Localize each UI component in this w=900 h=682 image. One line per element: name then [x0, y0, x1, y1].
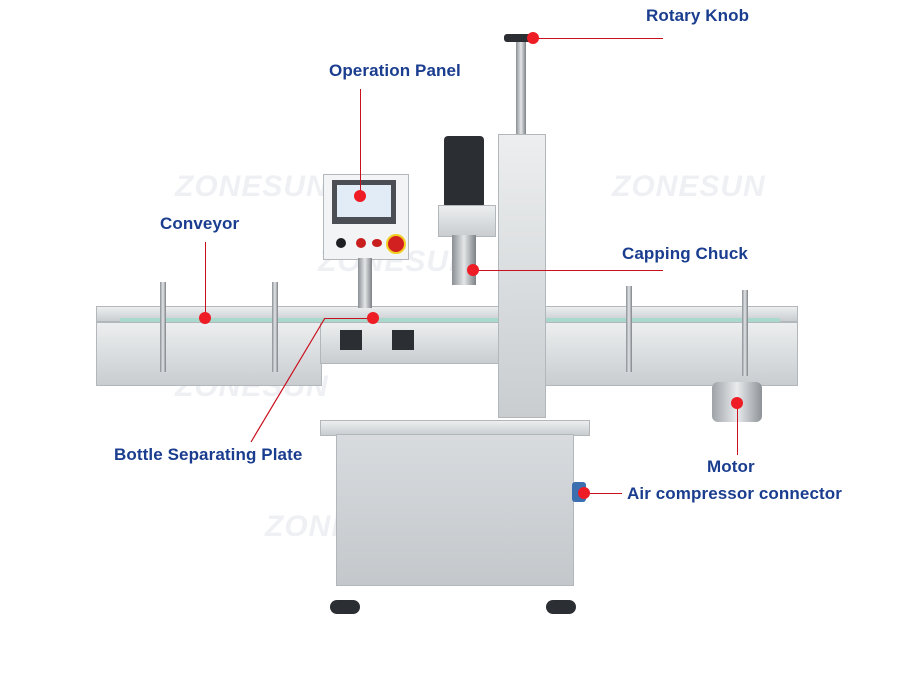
callout-label: Capping Chuck	[622, 244, 748, 263]
watermark: ZONESUN	[612, 170, 766, 203]
cabinet	[336, 434, 574, 586]
pointer-line	[205, 242, 206, 318]
pointer-line	[473, 270, 663, 271]
main-column	[498, 134, 546, 418]
callout-label: Bottle Separating Plate	[114, 445, 303, 464]
pointer-dot	[199, 312, 211, 324]
pointer-line	[533, 38, 663, 39]
caster	[546, 600, 576, 614]
pointer-dot	[527, 32, 539, 44]
guide-rod	[742, 290, 748, 376]
callout-label: Air compressor connector	[627, 484, 842, 503]
lift-rod	[516, 36, 526, 136]
callout-label: Conveyor	[160, 214, 240, 233]
knob-black	[336, 238, 346, 248]
conveyor-belt	[120, 318, 780, 322]
touch-screen	[332, 180, 396, 224]
pointer-line	[737, 403, 738, 455]
pointer-line	[360, 89, 361, 196]
capping-motor	[444, 136, 484, 208]
panel-post	[358, 258, 372, 308]
pointer-dot	[467, 264, 479, 276]
button-red-2	[372, 239, 382, 247]
pointer-line	[584, 493, 622, 494]
caster	[330, 600, 360, 614]
pointer-line	[325, 318, 373, 319]
pointer-dot	[731, 397, 743, 409]
button-red	[356, 238, 366, 248]
separator-block	[392, 330, 414, 350]
chuck-shaft	[452, 235, 476, 285]
guide-rod	[626, 286, 632, 372]
pointer-dot	[354, 190, 366, 202]
capping-head	[438, 205, 496, 237]
rotary-knob-handle	[504, 34, 538, 42]
separator-block	[340, 330, 362, 350]
watermark: ZONESUN	[175, 170, 329, 203]
callout-label: Operation Panel	[329, 61, 461, 80]
callout-label: Motor	[707, 457, 755, 476]
emergency-stop	[386, 234, 406, 254]
guide-rod	[160, 282, 166, 372]
pointer-dot	[367, 312, 379, 324]
callout-label: Rotary Knob	[646, 6, 750, 25]
guide-rod	[272, 282, 278, 372]
pointer-dot	[578, 487, 590, 499]
conveyor-side-panel	[540, 322, 798, 386]
